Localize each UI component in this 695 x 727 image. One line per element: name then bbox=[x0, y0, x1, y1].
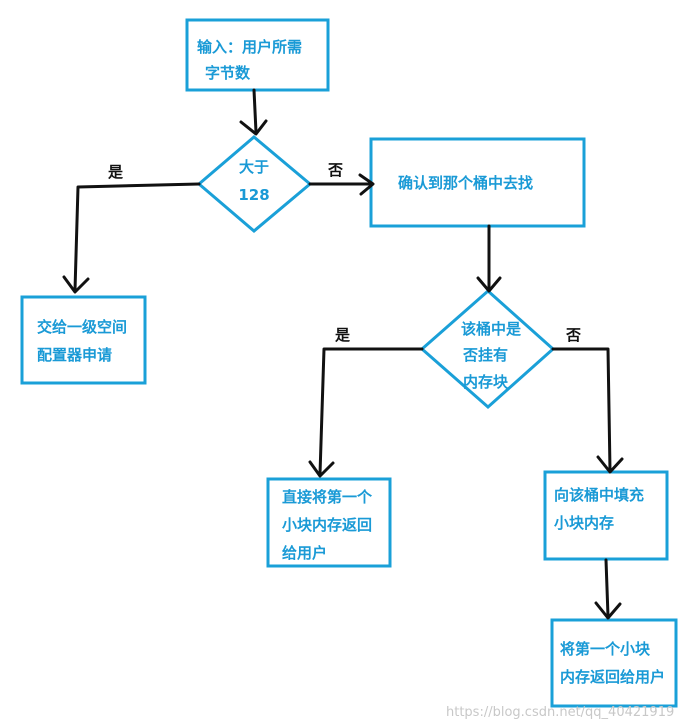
input-node-line2: 字节数 bbox=[205, 64, 251, 82]
edge-refill-to-return-line bbox=[604, 558, 610, 618]
size-decision-line1: 大于 bbox=[239, 158, 269, 176]
return-first-block-line1: 直接将第一个 bbox=[282, 488, 373, 506]
branch-label-size-no: 否 bbox=[327, 161, 343, 179]
return-first-block-line2: 小块内存返回 bbox=[282, 516, 372, 534]
refill-bucket-node: 向该桶中填充 小块内存 bbox=[543, 470, 669, 561]
edge-bucket-no-arrowhead bbox=[596, 455, 624, 474]
edge-refill-to-return-arrowhead bbox=[594, 601, 622, 620]
branch-label-bucket-yes: 是 bbox=[334, 326, 351, 344]
edge-bucket-yes bbox=[308, 347, 424, 478]
edge-input-to-size-arrowhead bbox=[239, 119, 268, 136]
find-bucket-line1: 确认到那个桶中去找 bbox=[398, 174, 533, 192]
edge-input-to-size bbox=[239, 88, 268, 136]
bucket-decision-line2: 否挂有 bbox=[462, 346, 508, 364]
size-decision-diamond bbox=[196, 135, 313, 233]
input-node: 输入：用户所需 字节数 bbox=[185, 18, 330, 92]
first-level-alloc-line1: 交给一级空间 bbox=[37, 318, 127, 336]
return-after-refill-node: 将第一个小块 内存返回给用户 bbox=[550, 618, 678, 708]
bucket-decision-line3: 内存块 bbox=[463, 373, 509, 391]
edge-bucket-no-line bbox=[551, 347, 612, 472]
first-level-alloc-box bbox=[20, 295, 147, 385]
bucket-decision-line1: 该桶中是 bbox=[461, 320, 522, 338]
watermark: https://blog.csdn.net/qq_40421919 bbox=[446, 705, 674, 720]
edge-size-yes bbox=[62, 182, 201, 294]
edge-size-yes-arrowhead bbox=[62, 275, 90, 294]
edge-bucket-to-decision bbox=[476, 224, 502, 293]
bucket-decision-node: 该桶中是 否挂有 内存块 bbox=[419, 288, 556, 410]
edge-size-no bbox=[308, 173, 375, 196]
return-first-block-line3: 给用户 bbox=[282, 544, 327, 562]
return-after-refill-line2: 内存返回给用户 bbox=[560, 668, 665, 686]
find-bucket-node: 确认到那个桶中去找 bbox=[369, 137, 586, 228]
edge-bucket-yes-arrowhead bbox=[308, 460, 335, 478]
branch-label-size-yes: 是 bbox=[107, 163, 124, 181]
edge-size-yes-line bbox=[73, 182, 201, 292]
bucket-decision-diamond bbox=[419, 288, 556, 410]
first-level-alloc-node: 交给一级空间 配置器申请 bbox=[20, 295, 147, 385]
size-decision-line2: 128 bbox=[238, 186, 269, 204]
return-first-block-node: 直接将第一个 小块内存返回 给用户 bbox=[266, 477, 392, 568]
refill-bucket-line2: 小块内存 bbox=[554, 514, 614, 532]
edge-bucket-no bbox=[551, 347, 624, 474]
edge-bucket-to-decision-arrowhead bbox=[476, 276, 502, 293]
edge-refill-to-return bbox=[594, 558, 622, 620]
edge-size-no-arrowhead bbox=[358, 173, 375, 196]
edge-input-to-size-line bbox=[252, 88, 258, 134]
return-after-refill-box bbox=[550, 618, 678, 708]
branch-label-bucket-no: 否 bbox=[565, 326, 581, 344]
input-node-line1: 输入：用户所需 bbox=[197, 38, 302, 56]
size-decision-node: 大于 128 bbox=[196, 135, 313, 233]
input-node-box bbox=[185, 18, 330, 92]
edge-bucket-yes-line bbox=[318, 347, 424, 476]
first-level-alloc-line2: 配置器申请 bbox=[37, 346, 112, 364]
refill-bucket-line1: 向该桶中填充 bbox=[554, 486, 644, 504]
return-first-block-box bbox=[266, 477, 392, 568]
return-after-refill-line1: 将第一个小块 bbox=[560, 640, 651, 658]
